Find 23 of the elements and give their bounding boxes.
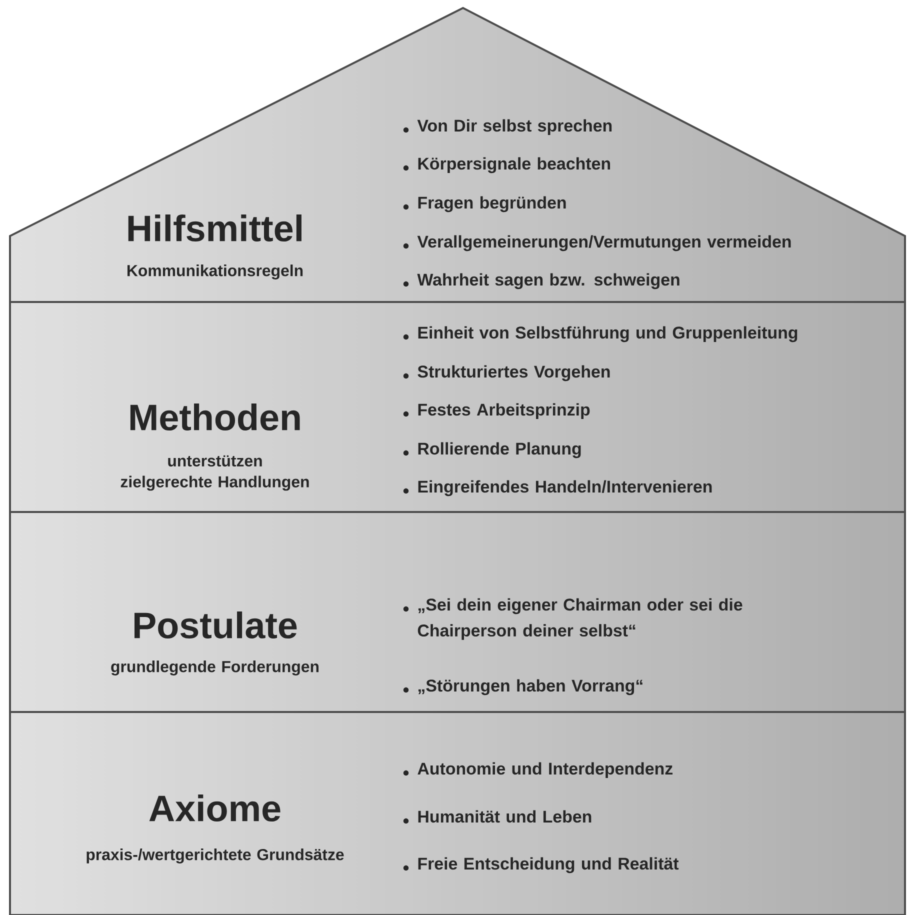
heading: Postulate xyxy=(134,611,297,639)
bullet-item: Körpersignale beachten xyxy=(403,157,610,174)
subtitle: grundlegende Forderungen xyxy=(111,660,319,676)
bullet-item: Wahrheit sagen bzw. schweigen xyxy=(403,273,680,290)
bullet-item: Festes Arbeitsprinzip xyxy=(403,403,590,419)
bullet-item: Von Dir selbst sprechen xyxy=(403,119,612,135)
bullet-item: Autonomie und Interdependenz xyxy=(403,762,673,778)
bullet-item: Einheit von Selbstführung und Gruppenleitung xyxy=(403,326,798,342)
subtitle: unterstützen zielgerechte Handlungen xyxy=(120,455,309,491)
bullet-item: Rollierende Planung xyxy=(403,442,581,458)
heading: Axiome xyxy=(149,794,280,822)
bullet-item: Eingreifendes Handeln/Intervenieren xyxy=(403,480,712,496)
bullet-item: Humanität und Leben xyxy=(403,810,592,824)
heading: Methoden xyxy=(130,403,300,431)
bullet-item: Freie Entscheidung und Realität xyxy=(403,857,679,874)
bullet-item: „Sei dein eigener Chairman oder sei die Chairperson deiner selbst“ xyxy=(403,598,742,640)
bullet-item: Strukturiertes Vorgehen xyxy=(403,365,610,382)
subtitle: Kommunikationsregeln xyxy=(128,264,303,280)
heading: Hilfsmittel xyxy=(128,214,302,242)
bullet-item: „Störungen haben Vorrang“ xyxy=(403,679,642,696)
bullet-item: Verallgemeinerungen/Vermutungen vermeiden xyxy=(403,235,791,252)
bullet-item: Fragen begründen xyxy=(403,196,566,212)
subtitle: praxis-/wertgerichtete Grundsätze xyxy=(86,848,344,864)
